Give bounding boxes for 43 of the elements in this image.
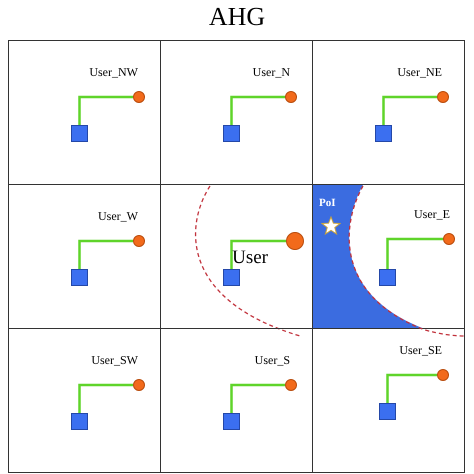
circle-marker <box>285 91 297 103</box>
grid-cell <box>312 40 465 185</box>
user-label: User_S <box>254 353 290 367</box>
circle-marker <box>133 235 145 247</box>
circle-marker <box>286 232 304 250</box>
connector-line <box>230 96 285 125</box>
user-label: User_W <box>98 209 138 223</box>
square-marker <box>379 269 396 286</box>
circle-marker <box>133 379 145 391</box>
user-label: User_SE <box>399 343 442 357</box>
square-marker <box>223 125 240 142</box>
grid-cell <box>8 328 161 473</box>
user-label: User_N <box>252 65 290 79</box>
circle-marker <box>437 369 449 381</box>
square-marker <box>71 125 88 142</box>
square-marker <box>379 403 396 420</box>
grid-cell <box>312 184 465 329</box>
connector-line <box>78 384 133 413</box>
grid-cell <box>8 40 161 185</box>
user-label: User_NW <box>89 65 138 79</box>
user-label: User <box>232 247 268 268</box>
circle-marker <box>285 379 297 391</box>
connector-line <box>386 238 443 269</box>
grid-cell <box>312 328 465 473</box>
square-marker <box>223 413 240 430</box>
square-marker <box>71 269 88 286</box>
circle-marker <box>133 91 145 103</box>
connector-line <box>78 240 133 269</box>
connector-line <box>230 384 285 413</box>
square-marker <box>223 269 240 286</box>
user-label: User_SW <box>91 353 138 367</box>
square-marker <box>71 413 88 430</box>
circle-marker <box>437 91 449 103</box>
connector-line <box>78 96 133 125</box>
title: AHG <box>208 2 266 32</box>
connector-line <box>382 96 437 125</box>
circle-marker <box>443 233 455 245</box>
connector-line <box>230 240 286 269</box>
connector-line <box>386 374 437 403</box>
user-label: User_NE <box>397 65 442 79</box>
square-marker <box>375 125 392 142</box>
poi-label: PoI <box>319 197 336 210</box>
user-label: User_E <box>414 207 450 221</box>
